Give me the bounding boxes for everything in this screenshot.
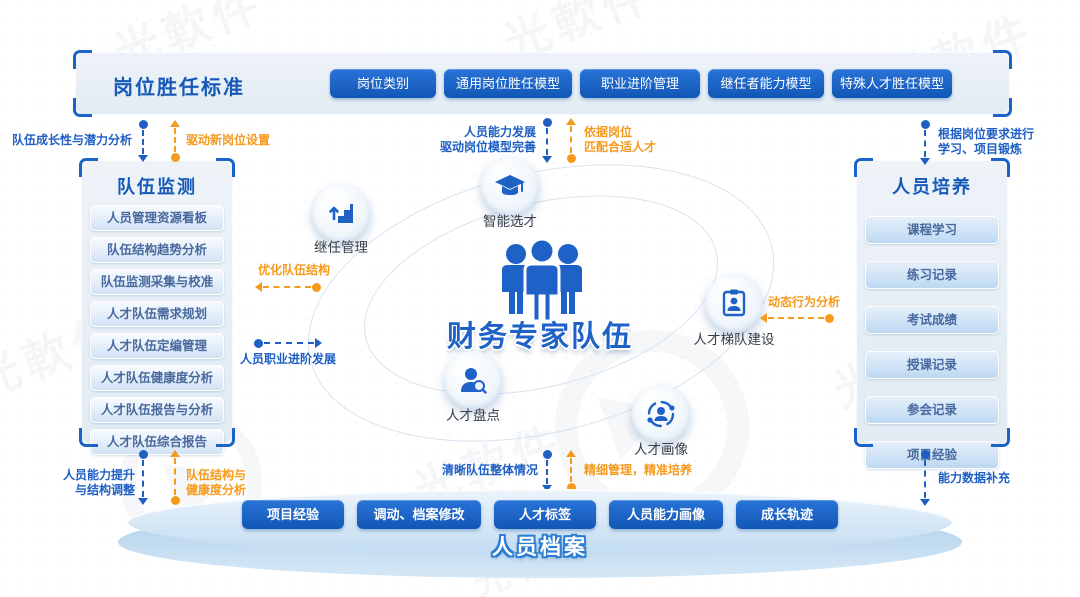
node-talent-portrait: [632, 385, 690, 443]
dashed-arrow-down: [138, 120, 148, 162]
panel-position-competency: 岗位胜任标准 岗位类别 通用岗位胜任模型 职业进阶管理 继任者能力模型 特殊人才…: [73, 50, 1012, 117]
corner-bracket: [854, 428, 873, 447]
list-item[interactable]: 人员管理资源看板: [90, 205, 224, 231]
dashed-arrow-up: [170, 450, 180, 505]
dashed-arrow-up: [566, 450, 576, 492]
clipboard-person-icon: [722, 289, 746, 317]
corner-bracket: [73, 98, 92, 117]
panel-title-personnel-archive: 人员档案: [492, 536, 588, 559]
button-general-competency-model[interactable]: 通用岗位胜任模型: [444, 69, 572, 98]
button-capability-portrait[interactable]: 人员能力画像: [609, 500, 723, 529]
stairs-up-icon: [329, 204, 353, 223]
node-talent-inventory: [444, 351, 502, 409]
annotation-capability-structure-adjust: 人员能力提升 与结构调整: [62, 468, 135, 497]
list-item[interactable]: 练习记录: [865, 261, 999, 289]
list-item[interactable]: 人才队伍定编管理: [90, 333, 224, 359]
corner-bracket: [993, 50, 1012, 69]
team-title: 财务专家队伍: [446, 321, 633, 353]
panel-personnel-training: 人员培养 课程学习 练习记录 考试成绩 授课记录 参会记录 项目经验: [854, 158, 1010, 469]
list-item[interactable]: 项目经验: [865, 441, 999, 469]
node-label: 继任管理: [314, 240, 368, 255]
node-label: 人才盘点: [446, 408, 500, 423]
dashed-arrow-down: [542, 450, 552, 492]
list-item[interactable]: 人才队伍健康度分析: [90, 365, 224, 391]
annotation-learn-per-position: 根据岗位要求进行 学习、项目锻炼: [938, 127, 1035, 156]
dashed-arrow-left: [760, 313, 834, 323]
dashed-arrow-left: [255, 282, 321, 292]
panel-title-team-monitoring: 队伍监测: [117, 177, 197, 197]
corner-bracket: [991, 158, 1010, 177]
annotation-drive-new-positions: 驱动新岗位设置: [186, 133, 271, 147]
annotation-capability-drives-model: 人员能力发展 驱动岗位模型完善: [439, 125, 536, 154]
person-profile-icon: [647, 400, 675, 428]
corner-bracket: [79, 158, 98, 177]
panel-team-monitoring: 队伍监测 人员管理资源看板 队伍结构趋势分析 队伍监测采集与校准 人才队伍需求规…: [79, 158, 235, 455]
list-item[interactable]: 人才队伍综合报告: [90, 429, 224, 455]
bottom-button-row: 项目经验 调动、档案修改 人才标签 人员能力画像 成长轨迹: [0, 500, 1080, 529]
button-special-talent-model[interactable]: 特殊人才胜任模型: [832, 69, 952, 98]
annotation-team-growth-analysis: 队伍成长性与潜力分析: [11, 133, 132, 147]
dashed-arrow-down: [920, 450, 930, 506]
node-label: 人才画像: [634, 442, 688, 457]
corner-bracket: [993, 98, 1012, 117]
dashed-arrow-down: [920, 120, 930, 165]
list-item[interactable]: 课程学习: [865, 216, 999, 244]
annotation-fine-management: 精细管理，精准培养: [584, 463, 693, 477]
list-item[interactable]: 授课记录: [865, 351, 999, 379]
button-growth-track[interactable]: 成长轨迹: [736, 500, 838, 529]
dashed-arrow-up: [170, 120, 180, 162]
annotation-capability-data-supplement: 能力数据补充: [938, 471, 1011, 485]
button-talent-tags[interactable]: 人才标签: [494, 500, 596, 529]
dashed-arrow-down: [138, 450, 148, 505]
node-talent-pipeline: [705, 274, 763, 332]
graduation-cap-icon: [495, 175, 525, 195]
list-item[interactable]: 考试成绩: [865, 306, 999, 334]
node-label: 人才梯队建设: [693, 332, 775, 347]
person-search-icon: [461, 368, 487, 394]
node-label: 智能选才: [483, 214, 537, 229]
corner-bracket: [216, 428, 235, 447]
node-smart-selection: [481, 157, 539, 215]
team-people-icon: [502, 238, 582, 323]
button-career-progression[interactable]: 职业进阶管理: [580, 69, 700, 98]
annotation-structure-health-analysis: 队伍结构与 健康度分析: [186, 468, 247, 497]
corner-bracket: [73, 50, 92, 69]
dashed-arrow-down: [542, 118, 552, 163]
corner-bracket: [216, 158, 235, 177]
corner-bracket: [854, 158, 873, 177]
annotation-optimize-structure: 优化队伍结构: [258, 263, 331, 277]
dashed-arrow-right: [254, 338, 322, 348]
list-item[interactable]: 队伍监测采集与校准: [90, 269, 224, 295]
button-successor-ability-model[interactable]: 继任者能力模型: [708, 69, 824, 98]
dashed-arrow-up: [566, 118, 576, 163]
corner-bracket: [991, 428, 1010, 447]
corner-bracket: [79, 428, 98, 447]
button-position-category[interactable]: 岗位类别: [330, 69, 436, 98]
node-succession-management: [312, 184, 370, 242]
button-transfer-archive-edit[interactable]: 调动、档案修改: [357, 500, 481, 529]
annotation-career-progression: 人员职业进阶发展: [240, 352, 337, 366]
panel-title-position-competency: 岗位胜任标准: [113, 77, 245, 99]
annotation-clear-team-overview: 清晰队伍整体情况: [442, 463, 539, 477]
annotation-match-talent-by-position: 依据岗位 匹配合适人才: [584, 125, 657, 154]
list-item[interactable]: 参会记录: [865, 396, 999, 424]
button-project-experience[interactable]: 项目经验: [242, 500, 344, 529]
list-item[interactable]: 人才队伍报告与分析: [90, 397, 224, 423]
list-item[interactable]: 队伍结构趋势分析: [90, 237, 224, 263]
list-item[interactable]: 人才队伍需求规划: [90, 301, 224, 327]
top-button-row: 岗位类别 通用岗位胜任模型 职业进阶管理 继任者能力模型 特殊人才胜任模型: [330, 69, 952, 98]
annotation-dynamic-behavior-analysis: 动态行为分析: [768, 295, 841, 309]
panel-title-personnel-training: 人员培养: [892, 177, 972, 197]
